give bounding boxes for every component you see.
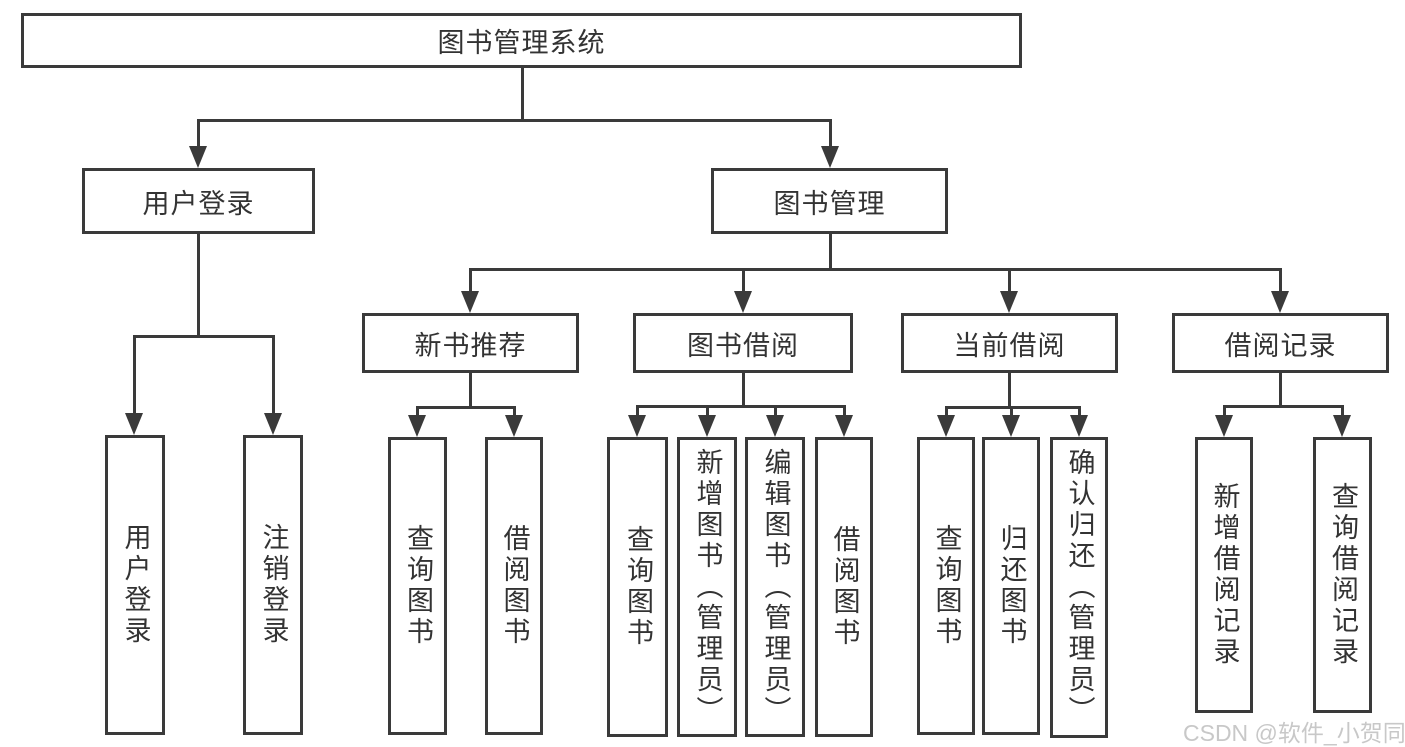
- leaf-recommend-query-books: 查询图书: [388, 437, 447, 735]
- node-book-management-label: 图书管理: [773, 188, 886, 219]
- arrowhead-down-icon: [698, 415, 716, 437]
- leaf-recommend-borrow-books-label: 借阅图书: [499, 524, 530, 648]
- leaf-add-books-admin-label: 新增图书（管理员）: [692, 447, 723, 727]
- connector-stem: [706, 405, 709, 417]
- leaf-user-login-label: 用户登录: [120, 523, 151, 647]
- connector-mgmt-vline: [829, 234, 832, 271]
- leaf-query-borrow-record-label: 查询借阅记录: [1328, 482, 1358, 668]
- connector-stem: [197, 119, 200, 149]
- leaf-add-books-admin: 新增图书（管理员）: [677, 437, 737, 737]
- leaf-add-borrow-record: 新增借阅记录: [1195, 437, 1253, 713]
- leaf-query-borrow-record: 查询借阅记录: [1313, 437, 1372, 713]
- node-root: 图书管理系统: [21, 13, 1022, 68]
- arrowhead-down-icon: [1002, 415, 1020, 437]
- leaf-edit-books-admin-label: 编辑图书（管理员）: [760, 447, 791, 727]
- arrowhead-down-icon: [1000, 291, 1018, 313]
- connector-root-hline: [197, 119, 832, 122]
- arrowhead-down-icon: [628, 415, 646, 437]
- connector-records-hline: [1223, 405, 1344, 408]
- watermark: CSDN @软件_小贺同学: [1183, 720, 1405, 746]
- arrowhead-down-icon: [461, 291, 479, 313]
- connector-recommend-hline: [416, 406, 516, 409]
- node-book-borrow: 图书借阅: [633, 313, 853, 373]
- arrowhead-down-icon: [734, 291, 752, 313]
- connector-stem: [636, 405, 639, 417]
- arrowhead-down-icon: [1215, 415, 1233, 437]
- arrowhead-down-icon: [1271, 291, 1289, 313]
- connector-stem: [829, 119, 832, 149]
- connector-mgmt-hline: [469, 268, 1282, 271]
- node-new-book-recommend: 新书推荐: [362, 313, 579, 373]
- node-current-borrow-label: 当前借阅: [953, 330, 1066, 361]
- connector-stem: [469, 268, 472, 294]
- leaf-recommend-query-books-label: 查询图书: [403, 524, 433, 648]
- leaf-current-query-books: 查询图书: [917, 437, 975, 735]
- connector-stem: [742, 268, 745, 294]
- leaf-borrow-query-books-label: 查询图书: [623, 525, 653, 649]
- connector-user-hline: [133, 335, 275, 338]
- arrowhead-down-icon: [505, 415, 523, 437]
- node-user-login: 用户登录: [82, 168, 315, 234]
- node-book-management: 图书管理: [711, 168, 948, 234]
- node-borrow-records: 借阅记录: [1172, 313, 1389, 373]
- leaf-confirm-return-admin: 确认归还（管理员）: [1050, 437, 1108, 738]
- node-user-login-label: 用户登录: [142, 188, 255, 219]
- arrowhead-down-icon: [835, 415, 853, 437]
- connector-root-vline: [521, 68, 524, 122]
- arrowhead-down-icon: [766, 415, 784, 437]
- leaf-return-books: 归还图书: [982, 437, 1040, 735]
- leaf-add-borrow-record-label: 新增借阅记录: [1209, 482, 1240, 668]
- leaf-user-login: 用户登录: [105, 435, 165, 735]
- leaf-confirm-return-admin-label: 确认归还（管理员）: [1064, 448, 1095, 727]
- connector-stem: [1010, 406, 1013, 417]
- connector-borrow-hline: [636, 405, 846, 408]
- node-book-borrow-label: 图书借阅: [687, 330, 799, 361]
- connector-stem: [774, 405, 777, 417]
- leaf-edit-books-admin: 编辑图书（管理员）: [745, 437, 805, 737]
- arrowhead-down-icon: [1333, 415, 1351, 437]
- node-new-book-recommend-label: 新书推荐: [414, 330, 527, 361]
- arrowhead-down-icon: [125, 413, 143, 435]
- arrowhead-down-icon: [937, 415, 955, 437]
- connector-stem: [416, 406, 419, 417]
- connector-stem: [513, 406, 516, 417]
- connector-records-vline: [1279, 373, 1282, 408]
- connector-stem: [1341, 405, 1344, 417]
- leaf-borrow-books: 借阅图书: [815, 437, 873, 737]
- leaf-current-query-books-label: 查询图书: [931, 524, 962, 648]
- node-root-label: 图书管理系统: [437, 28, 606, 58]
- connector-current-vline: [1008, 373, 1011, 409]
- connector-stem: [133, 335, 136, 417]
- connector-stem: [1008, 268, 1011, 294]
- connector-user-vline: [197, 234, 200, 338]
- leaf-logout: 注销登录: [243, 435, 303, 735]
- arrowhead-down-icon: [1070, 415, 1088, 437]
- node-borrow-records-label: 借阅记录: [1224, 330, 1337, 361]
- arrowhead-down-icon: [821, 146, 839, 168]
- leaf-borrow-query-books: 查询图书: [607, 437, 668, 737]
- node-current-borrow: 当前借阅: [901, 313, 1118, 373]
- connector-recommend-vline: [469, 373, 472, 409]
- connector-stem: [945, 406, 948, 417]
- arrowhead-down-icon: [264, 413, 282, 435]
- connector-stem: [272, 335, 275, 417]
- connector-borrow-vline: [742, 373, 745, 408]
- leaf-return-books-label: 归还图书: [996, 524, 1027, 648]
- leaf-logout-label: 注销登录: [258, 523, 289, 647]
- connector-stem: [1078, 406, 1081, 417]
- leaf-borrow-books-label: 借阅图书: [829, 525, 860, 649]
- connector-stem: [1223, 405, 1226, 417]
- connector-current-hline: [945, 406, 1081, 409]
- arrowhead-down-icon: [189, 146, 207, 168]
- arrowhead-down-icon: [408, 415, 426, 437]
- leaf-recommend-borrow-books: 借阅图书: [485, 437, 543, 735]
- connector-stem: [843, 405, 846, 417]
- connector-stem: [1279, 268, 1282, 294]
